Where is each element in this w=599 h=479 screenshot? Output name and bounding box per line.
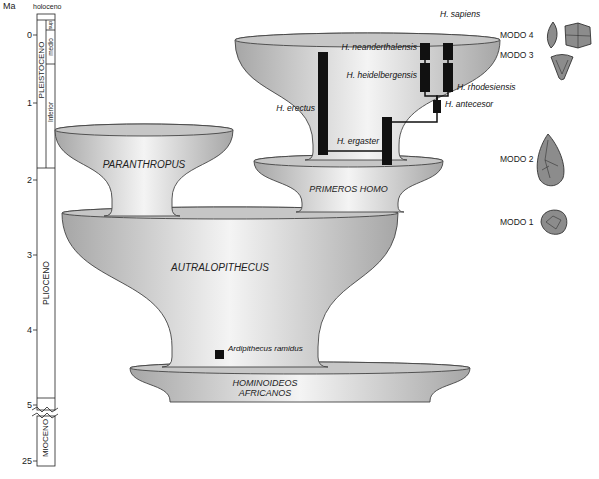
axis-number: 25 xyxy=(8,457,32,466)
axis-break xyxy=(32,407,58,412)
axis-tick xyxy=(33,103,37,104)
epoch-label: holoceno xyxy=(33,3,61,10)
vessel-label: AUTRALOPITHECUS xyxy=(120,262,320,274)
taxon-label: Ardipithecus ramidus xyxy=(228,344,303,353)
epoch-divider xyxy=(46,30,55,31)
epoch-label: PLIOCENO xyxy=(42,261,51,305)
taxon-label: H. sapiens xyxy=(440,10,480,20)
tool-facet xyxy=(546,216,561,229)
taxon-label: H. ergaster xyxy=(337,137,379,147)
axis-tick xyxy=(33,35,37,36)
epoch-divider xyxy=(46,64,55,65)
mode-label: MODO 3 xyxy=(500,51,534,60)
mode-label: MODO 2 xyxy=(500,155,534,164)
epoch-label: medio xyxy=(47,38,54,56)
taxon-label: H. heidelbergensis xyxy=(347,71,417,81)
axis-number: 2 xyxy=(8,176,32,185)
epoch-column xyxy=(37,416,55,466)
lineage-link xyxy=(447,60,449,63)
homo-vessel xyxy=(235,33,500,160)
vessel-rim xyxy=(62,207,398,219)
vessel-rim xyxy=(254,155,443,167)
axis-tick xyxy=(33,330,37,331)
taxon-bar: H. sapiens xyxy=(443,43,453,60)
axis-tick xyxy=(33,461,37,462)
axis-tick xyxy=(33,180,37,181)
vessel-node: PARANTHROPUS xyxy=(55,124,233,216)
epoch-divider xyxy=(37,168,55,169)
axis-number: 5 xyxy=(8,401,32,410)
lineage-link xyxy=(437,92,448,100)
lineage-link xyxy=(425,92,437,100)
axis-number: 4 xyxy=(8,326,32,335)
vessel-node: PRIMEROS HOMO xyxy=(254,155,443,212)
epoch-label: PLEISTOCENO xyxy=(38,42,46,99)
vessel-body xyxy=(235,33,500,160)
taxon-bar: H. ergaster xyxy=(382,117,392,165)
axis-tick xyxy=(33,405,37,406)
vessel-shape xyxy=(62,207,398,367)
blade-tool xyxy=(547,22,557,48)
vessel-body xyxy=(130,362,470,402)
vessel-label: PARANTHROPUS xyxy=(55,159,233,171)
blade-tool xyxy=(565,23,591,48)
taxon-bar: H. neanderthalensis xyxy=(420,43,430,60)
tool-facet xyxy=(566,23,590,48)
vessel-rim xyxy=(55,124,233,136)
taxon-label: H. rhodesiensis xyxy=(457,83,516,93)
axis-tick xyxy=(33,255,37,256)
taxon-bar: H. heidelbergensis xyxy=(420,63,430,92)
taxon-label: H. neanderthalensis xyxy=(341,43,417,53)
vessel-rim xyxy=(130,362,470,374)
axis-number: 3 xyxy=(8,251,32,260)
taxon-label: H. erectus xyxy=(276,104,315,114)
lineage-link xyxy=(392,113,437,122)
tool-facet xyxy=(542,140,558,178)
lineage-link xyxy=(424,60,426,63)
axis-number: 1 xyxy=(8,99,32,108)
vessel-node: HOMINOIDEOS AFRICANOS xyxy=(130,362,470,402)
vessel-shape xyxy=(254,155,443,212)
epoch-label: Inferior xyxy=(47,102,54,122)
taxon-marker: Ardipithecus ramidus xyxy=(215,350,224,359)
epoch-label: sup xyxy=(48,21,54,30)
vessel-body xyxy=(55,124,233,216)
vessel-shape xyxy=(130,362,470,402)
taxon-bar: H. erectus xyxy=(318,52,328,155)
mode-label: MODO 1 xyxy=(500,218,534,227)
vessel-label: HOMINOIDEOS AFRICANOS xyxy=(220,378,310,399)
time-scale xyxy=(32,14,58,466)
epoch-label: MIOCENO xyxy=(42,419,50,457)
epoch-divider xyxy=(46,20,47,168)
taxon-bar: H. antecesor xyxy=(433,100,441,113)
handaxe-tool xyxy=(537,134,564,186)
epoch-divider xyxy=(37,398,55,399)
vessel-body xyxy=(62,207,398,367)
point-tool xyxy=(551,55,573,80)
epoch-column xyxy=(37,14,55,410)
taxon-bar: H. rhodesiensis xyxy=(443,63,453,92)
axis-unit: Ma xyxy=(3,2,16,11)
chopper-tool xyxy=(541,210,567,234)
vessel-body xyxy=(254,155,443,212)
mode-label: MODO 4 xyxy=(500,31,534,40)
tool-facet xyxy=(556,60,568,74)
taxon-label: H. antecesor xyxy=(445,100,493,110)
lineage-link xyxy=(328,150,382,152)
axis-number: 0 xyxy=(8,31,32,40)
vessel-node: AUTRALOPITHECUS Ardipithecus ramidus xyxy=(62,207,398,367)
axis-break xyxy=(32,413,58,418)
stone-tools xyxy=(537,22,591,234)
vessel-rim xyxy=(235,33,500,47)
vessel-label: PRIMEROS HOMO xyxy=(254,184,443,194)
